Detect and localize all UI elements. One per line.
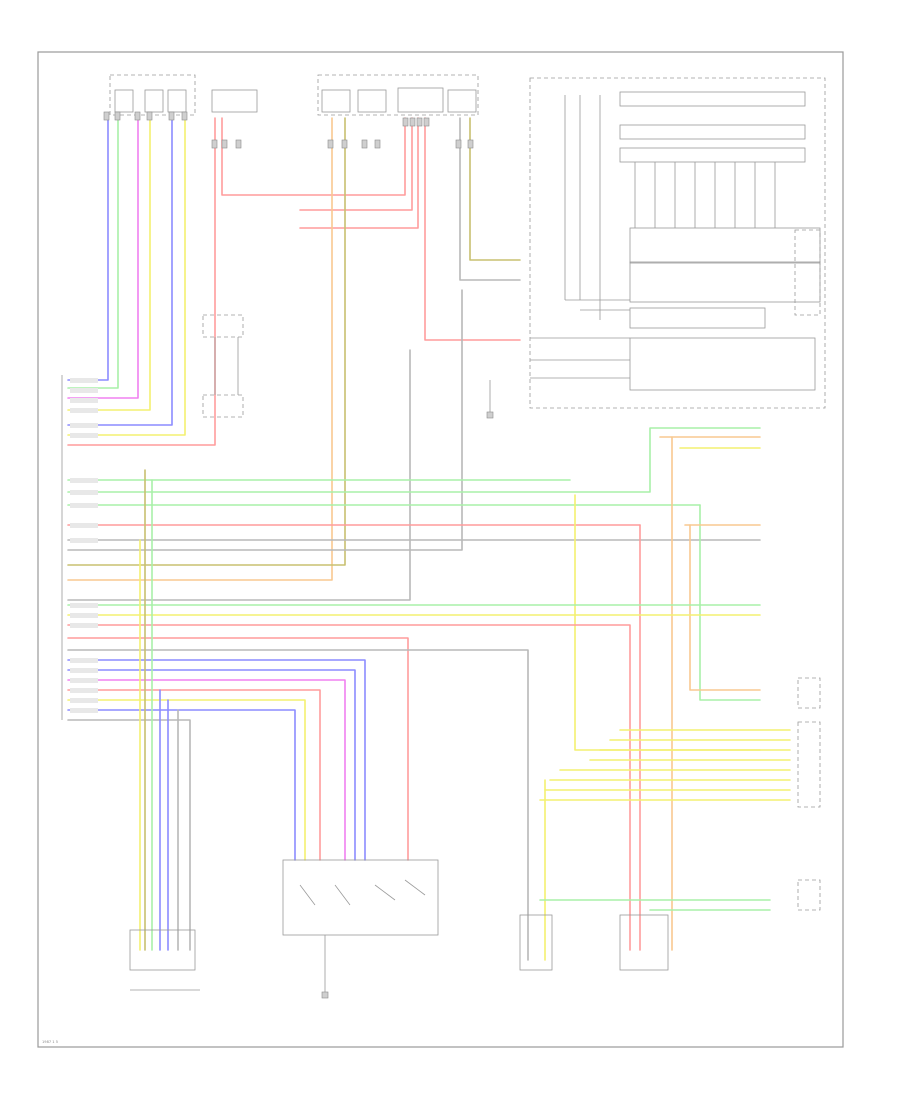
center-long-wires <box>67 117 463 601</box>
engine-control-module-block <box>529 77 826 409</box>
diagram-frame <box>37 51 844 1048</box>
top-pins <box>103 111 474 149</box>
top-connector-block-2 <box>211 89 258 113</box>
ground-symbol-center <box>486 380 494 419</box>
top-connector-block-1 <box>109 74 196 116</box>
top-connector-block-3 <box>317 74 479 116</box>
page-number: 1987 1 5 <box>42 1040 58 1044</box>
transmission-range-switch <box>282 859 439 999</box>
bottom-left-wires <box>139 469 179 951</box>
top-center-red-wires <box>67 117 521 446</box>
bottom-connector-right <box>619 914 669 971</box>
right-connector-stubs <box>794 229 821 911</box>
horizontal-wires-mid <box>67 604 761 961</box>
bottom-connector-middle <box>519 914 553 971</box>
right-yellow-fanout <box>539 729 791 961</box>
horizontal-wires-right <box>67 427 761 951</box>
bottom-connector-left <box>129 929 200 991</box>
top-left-wire-bundle <box>67 117 186 436</box>
left-wire-labels <box>70 378 98 713</box>
mid-left-connector-blocks <box>202 314 244 418</box>
